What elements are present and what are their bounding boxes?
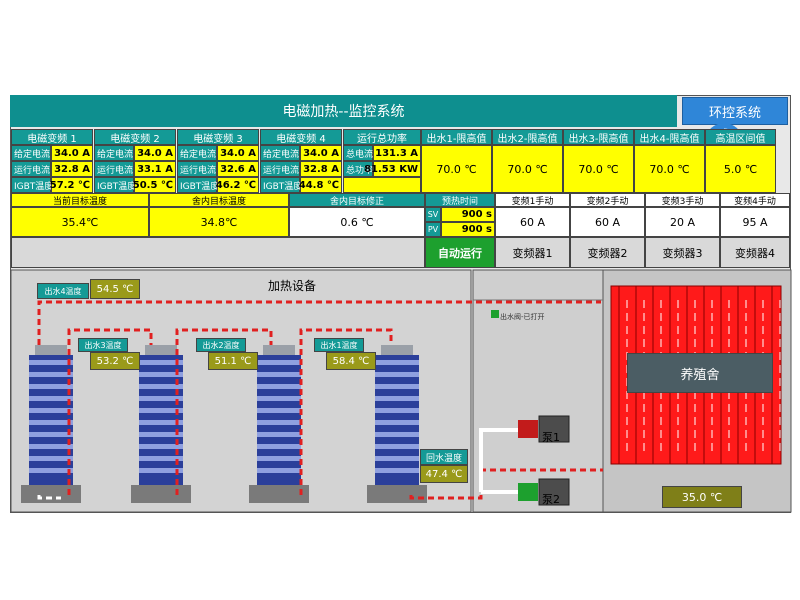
converter-param-value: 44.8 ℃ — [299, 177, 342, 193]
converter-param-value: 32.8 A — [51, 161, 93, 177]
converter-param-value: 34.0 A — [217, 145, 259, 161]
converter-param-value: 34.0 A — [51, 145, 93, 161]
blank-bar — [11, 237, 425, 268]
converter-param-value: 46.2 ℃ — [216, 177, 259, 193]
converter-param-label: IGBT温度 — [11, 177, 53, 193]
env-control-button[interactable]: 环控系统 — [682, 97, 788, 125]
limit-title: 出水2-限高值 — [492, 129, 563, 145]
pv-label: PV — [425, 222, 441, 237]
manual-value[interactable]: 60 A — [495, 207, 570, 237]
limit-title: 高温区间值 — [705, 129, 776, 145]
outlet-value: 54.5 ℃ — [90, 279, 140, 299]
outlet-label: 出水1温度 — [314, 338, 364, 352]
converter-button-3[interactable]: 变频器3 — [645, 237, 720, 268]
current_target-value: 35.4℃ — [11, 207, 149, 237]
manual-title: 变频3手动 — [645, 193, 720, 207]
converter-param-value: 34.0 A — [134, 145, 176, 161]
room-correction-label: 舍内目标修正 — [289, 193, 425, 207]
barn-label: 养殖舍 — [627, 353, 773, 393]
power-spacer — [343, 177, 421, 193]
power-title: 运行总功率 — [343, 129, 421, 145]
pv-value: 900 s — [441, 222, 495, 237]
process-diagram — [10, 269, 792, 513]
sv-label: SV — [425, 207, 441, 222]
converter-title: 电磁变频 1 — [11, 129, 93, 145]
limit-value: 70.0 ℃ — [563, 145, 634, 193]
manual-title: 变频4手动 — [720, 193, 790, 207]
limit-title: 出水4-限高值 — [634, 129, 705, 145]
room-correction-value[interactable]: 0.6 ℃ — [289, 207, 425, 237]
auto-run-button[interactable]: 自动运行 — [425, 237, 495, 268]
return-value: 47.4 ℃ — [420, 465, 468, 483]
limit-title: 出水1-限高值 — [421, 129, 492, 145]
barn-temp: 35.0 ℃ — [662, 486, 742, 508]
converter-param-label: 运行电流 — [260, 161, 300, 177]
limit-value: 70.0 ℃ — [492, 145, 563, 193]
power-value: 131.3 A — [373, 145, 421, 161]
manual-value[interactable]: 20 A — [645, 207, 720, 237]
outlet-label: 出水2温度 — [196, 338, 246, 352]
converter-param-value: 32.6 A — [217, 161, 259, 177]
manual-value[interactable]: 95 A — [720, 207, 790, 237]
pump1-label: 泵1 — [542, 431, 560, 444]
converter-param-label: IGBT温度 — [94, 177, 136, 193]
converter-param-label: 给定电流 — [94, 145, 134, 161]
converter-param-label: 运行电流 — [177, 161, 217, 177]
heating-equipment-label: 加热设备 — [268, 279, 317, 293]
page-title: 电磁加热--监控系统 — [10, 95, 677, 127]
converter-param-label: 运行电流 — [94, 161, 134, 177]
converter-button-2[interactable]: 变频器2 — [570, 237, 645, 268]
power-label: 总功率 — [343, 161, 373, 177]
preheat-label: 预热时间 — [425, 193, 495, 207]
power-value: 81.53 KW — [364, 161, 421, 177]
manual-title: 变频2手动 — [570, 193, 645, 207]
converter-param-value: 57.2 ℃ — [50, 177, 93, 193]
room_target-label: 舍内目标温度 — [149, 193, 289, 207]
limit-value: 70.0 ℃ — [634, 145, 705, 193]
converter-param-label: IGBT温度 — [260, 177, 302, 193]
converter-param-label: 运行电流 — [11, 161, 51, 177]
limit-title: 出水3-限高值 — [563, 129, 634, 145]
valve-status: 出水阀-已打开 — [500, 313, 545, 321]
converter-param-label: 给定电流 — [11, 145, 51, 161]
return-label: 回水温度 — [420, 449, 468, 465]
limit-value: 5.0 ℃ — [705, 145, 776, 193]
converter-param-label: 给定电流 — [260, 145, 300, 161]
room_target-value: 34.8℃ — [149, 207, 289, 237]
outlet-value: 53.2 ℃ — [90, 352, 140, 370]
manual-title: 变频1手动 — [495, 193, 570, 207]
outlet-label: 出水4温度 — [37, 283, 89, 299]
sv-value[interactable]: 900 s — [441, 207, 495, 222]
converter-button-1[interactable]: 变频器1 — [495, 237, 570, 268]
converter-title: 电磁变频 2 — [94, 129, 176, 145]
manual-value[interactable]: 60 A — [570, 207, 645, 237]
converter-param-label: IGBT温度 — [177, 177, 219, 193]
current_target-label: 当前目标温度 — [11, 193, 149, 207]
converter-param-value: 32.8 A — [300, 161, 342, 177]
converter-param-value: 34.0 A — [300, 145, 342, 161]
converter-title: 电磁变频 3 — [177, 129, 259, 145]
converter-param-label: 给定电流 — [177, 145, 217, 161]
converter-title: 电磁变频 4 — [260, 129, 342, 145]
outlet-value: 51.1 ℃ — [208, 352, 258, 370]
outlet-label: 出水3温度 — [78, 338, 128, 352]
power-label: 总电流 — [343, 145, 373, 161]
pump2-label: 泵2 — [542, 493, 560, 506]
converter-button-4[interactable]: 变频器4 — [720, 237, 790, 268]
limit-value: 70.0 ℃ — [421, 145, 492, 193]
converter-param-value: 50.5 ℃ — [133, 177, 176, 193]
outlet-value: 58.4 ℃ — [326, 352, 376, 370]
converter-param-value: 33.1 A — [134, 161, 176, 177]
